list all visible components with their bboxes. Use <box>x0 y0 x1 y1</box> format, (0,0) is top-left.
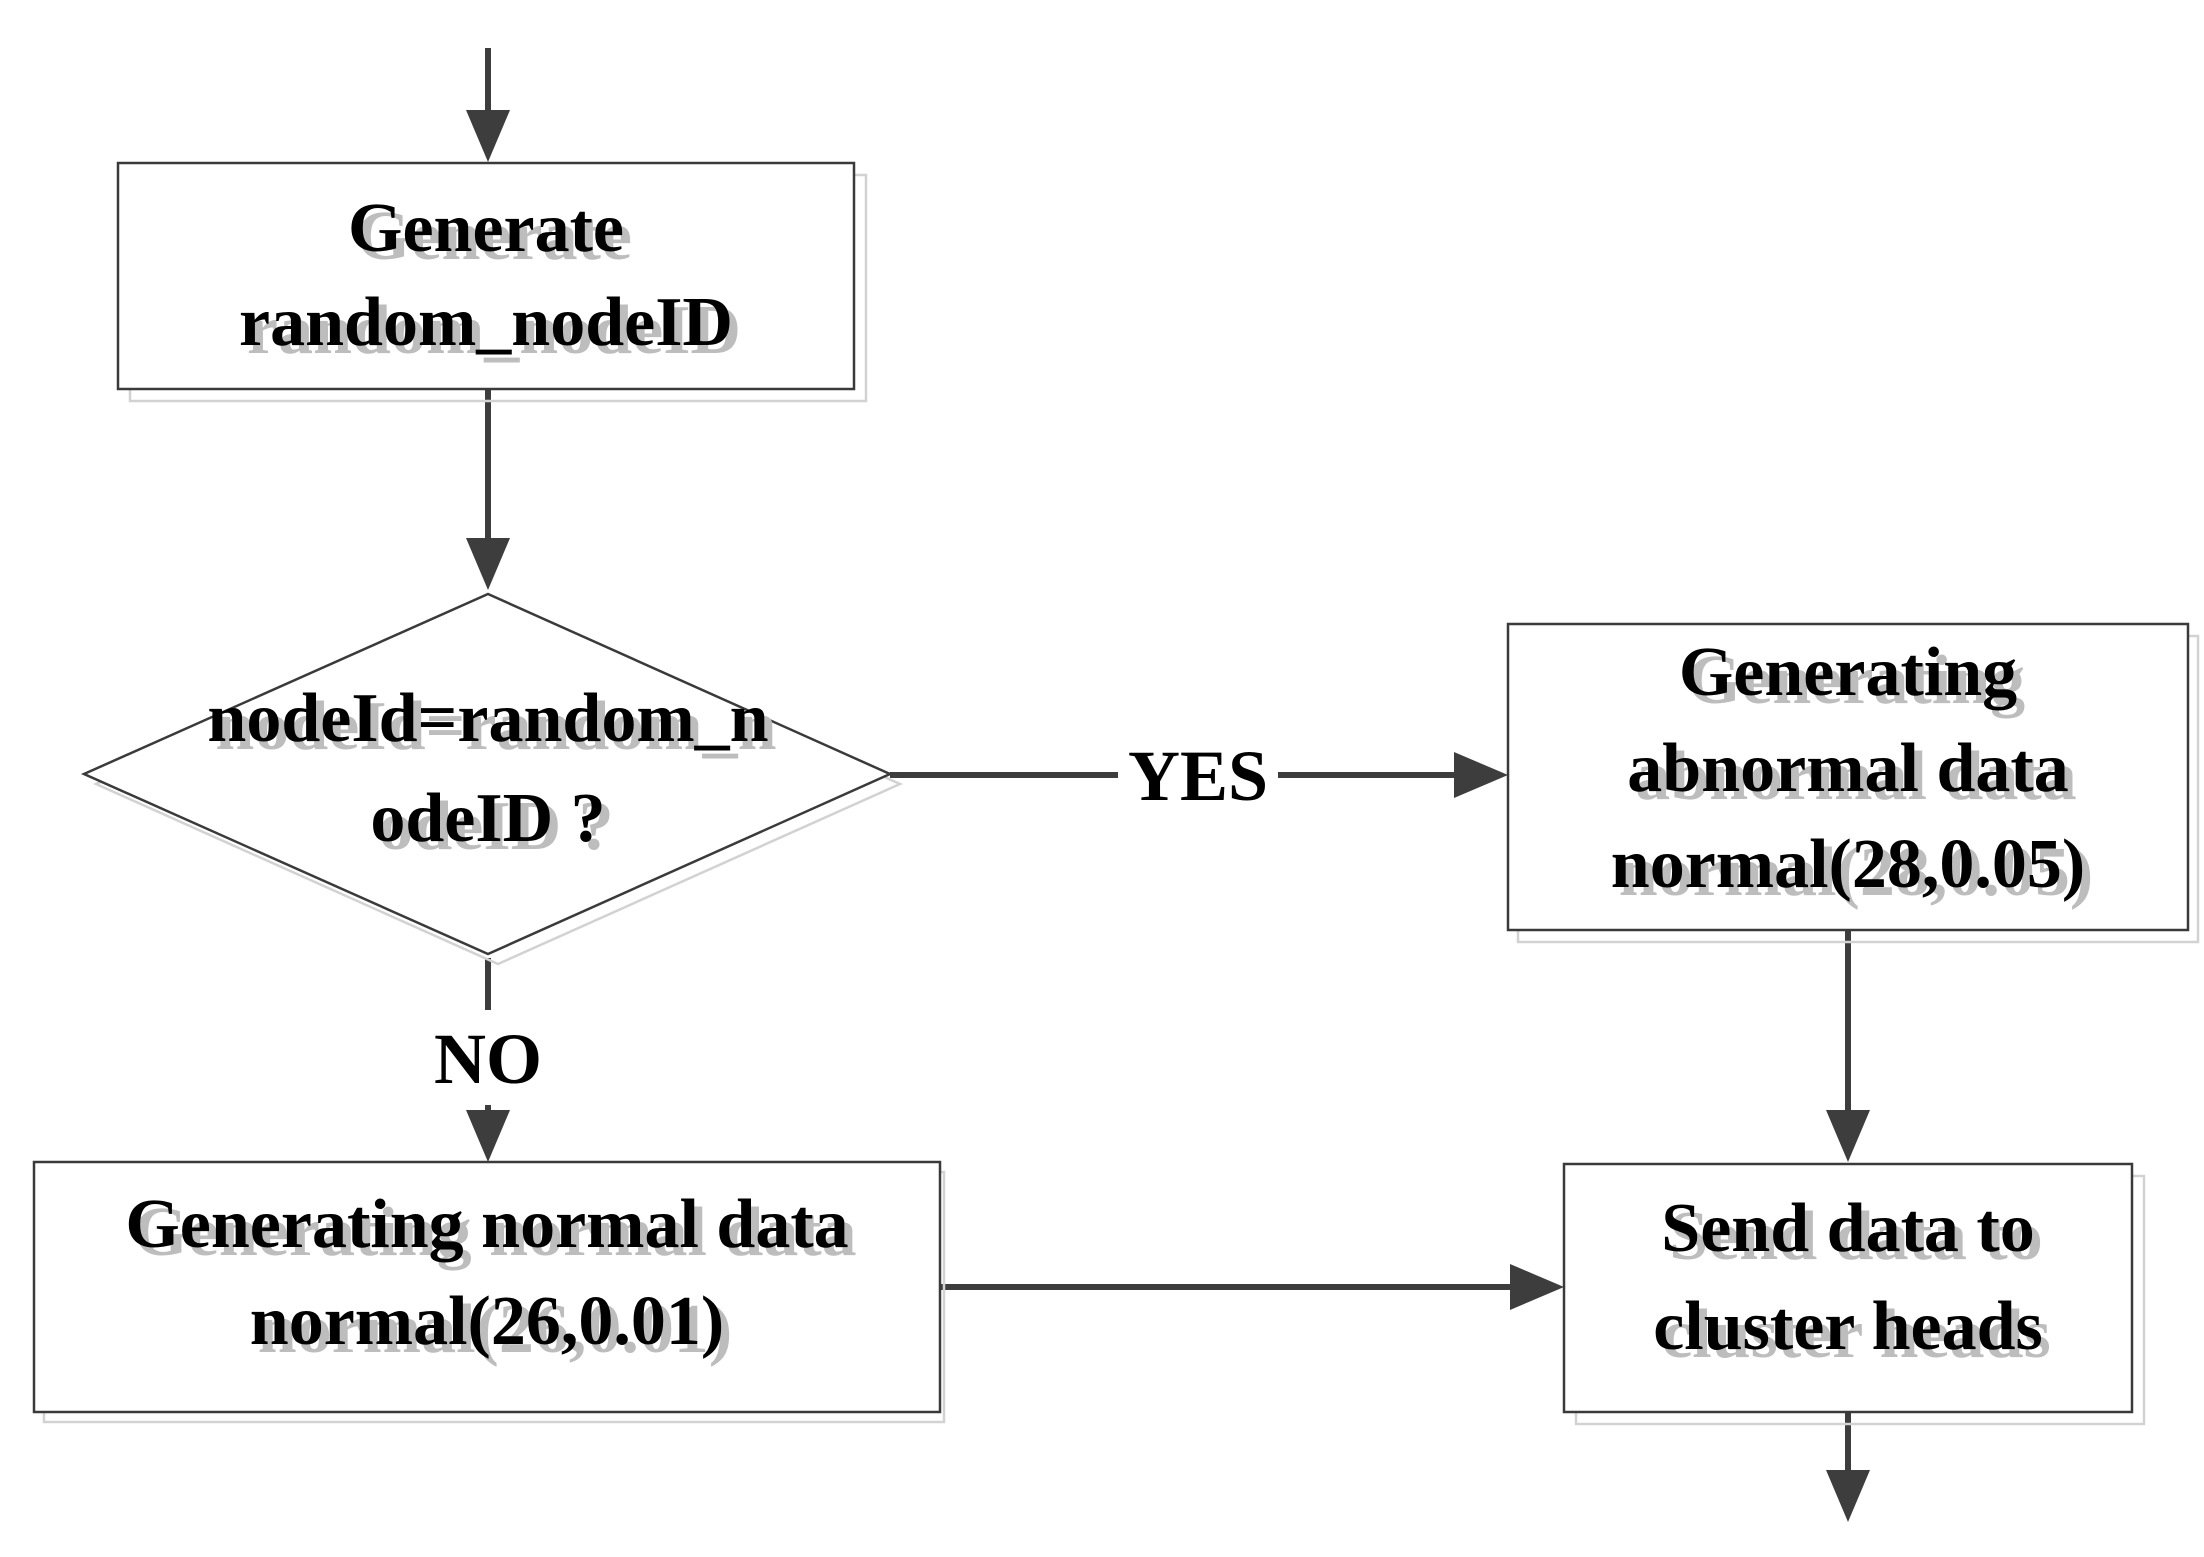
svg-text:nodeId=random_n: nodeId=random_n <box>215 688 776 765</box>
svg-text:cluster heads: cluster heads <box>1661 1296 2051 1373</box>
svg-text:abnormal data: abnormal data <box>1635 738 2076 815</box>
svg-text:Send data to: Send data to <box>1669 1198 2042 1275</box>
abnormal-line-3: normal(28,0.05) <box>1611 826 2085 903</box>
decision-node-id-match: nodeId=random_n odeID ? nodeId=random_n … <box>80 592 904 966</box>
generate-line-1: Generate <box>348 190 624 267</box>
normal-line-1: Generating normal data <box>125 1186 848 1263</box>
svg-text:Generating: Generating <box>1687 642 2025 719</box>
svg-text:Generating normal data: Generating normal data <box>133 1194 856 1271</box>
process-generate-normal-data: Generating normal data normal(26,0.01) G… <box>32 1160 946 1424</box>
arrow-yes-to-abnormal <box>890 752 1508 798</box>
yes-label: YES <box>1128 736 1268 816</box>
abnormal-line-2: abnormal data <box>1627 730 2068 807</box>
abnormal-line-1: Generating <box>1679 634 2017 711</box>
entry-arrow <box>466 48 510 162</box>
svg-text:Generate: Generate <box>356 198 632 275</box>
decision-line-2: odeID ? <box>370 780 605 857</box>
arrow-generate-to-decision <box>466 390 510 590</box>
arrow-abnormal-to-send <box>1826 930 1870 1162</box>
svg-text:odeID ?: odeID ? <box>378 788 613 865</box>
send-line-1: Send data to <box>1661 1190 2034 1267</box>
process-generate-abnormal-data: Generating abnormal data normal(28,0.05)… <box>1506 622 2200 944</box>
arrow-no-to-normal <box>466 958 510 1162</box>
normal-line-2: normal(26,0.01) <box>250 1283 724 1360</box>
svg-text:random_nodeID: random_nodeID <box>247 292 741 369</box>
exit-arrow <box>1826 1412 1870 1522</box>
send-line-2: cluster heads <box>1653 1288 2043 1365</box>
process-generate-random-id: Generate random_nodeID Generate random_n… <box>116 161 868 403</box>
svg-text:normal(28,0.05): normal(28,0.05) <box>1619 834 2093 911</box>
no-label: NO <box>434 1019 542 1099</box>
process-send-to-cluster-heads: Send data to cluster heads Send data to … <box>1562 1162 2146 1426</box>
svg-text:normal(26,0.01): normal(26,0.01) <box>258 1291 732 1368</box>
decision-line-1: nodeId=random_n <box>207 680 768 757</box>
arrow-normal-to-send <box>940 1264 1564 1310</box>
generate-line-2: random_nodeID <box>239 284 733 361</box>
